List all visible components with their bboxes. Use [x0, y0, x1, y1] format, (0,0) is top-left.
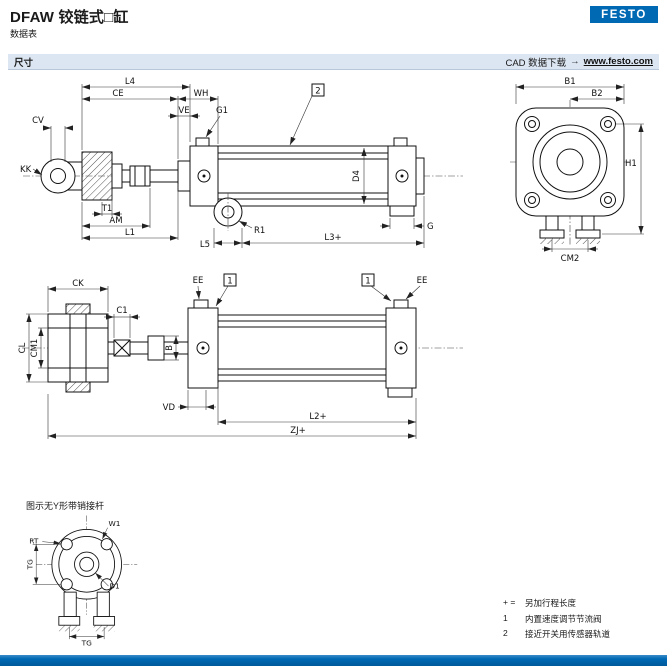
dim-ZJ: ZJ+: [290, 426, 305, 436]
legend-item-stroke: + = 另加行程长度: [503, 597, 610, 609]
dim-TG-bottom: TG: [81, 638, 93, 647]
dim-AM: AM: [109, 216, 122, 226]
drawing-caption: 图示无Y形带销接杆: [26, 501, 105, 511]
dim-L4: L4: [125, 77, 135, 87]
piston-rod: [107, 335, 189, 361]
festo-website-link[interactable]: www.festo.com: [583, 56, 653, 67]
callout-2: 2: [315, 87, 320, 97]
end-cap: [515, 107, 625, 217]
dim-EE-right: EE: [417, 276, 428, 286]
hinge-eye: [213, 193, 243, 231]
clevis-mount: [40, 151, 123, 201]
cad-download-label: CAD 数据下载: [505, 57, 567, 69]
dim-TG-left: TG: [26, 559, 35, 571]
drawing-cylinder-rotated-view: CK C1 CL CM1 B EE 1 1 EE VD L2+ ZJ+: [18, 273, 463, 439]
legend-item-2: 2 接近开关用传感器轨道: [503, 628, 610, 640]
dim-WH: WH: [194, 89, 209, 99]
legend-text: 内置速度调节节流阀: [525, 613, 602, 624]
dim-L1: L1: [125, 228, 135, 238]
drawing-clevis-front-view: W1 RT TG D1 TG: [26, 515, 138, 647]
dim-B1: B1: [564, 77, 575, 87]
callout-1-box: [361, 273, 375, 287]
legend-item-1: 1 内置速度调节节流阀: [503, 613, 610, 625]
dim-T1: T1: [101, 204, 113, 214]
dim-CL: CL: [18, 342, 28, 353]
drawing-end-view: B1 B2 H1 CM2: [510, 77, 644, 264]
dim-G: G: [427, 222, 434, 232]
dim-L2: L2+: [309, 412, 326, 422]
dim-CV: CV: [32, 116, 44, 126]
section-title: 尺寸: [14, 57, 34, 69]
dim-CK: CK: [72, 279, 84, 289]
cad-download-area: CAD 数据下载 → www.festo.com: [505, 55, 653, 69]
clevis-feet: [58, 591, 116, 632]
drawing-cylinder-side-view: L4 CE WH VE G1 CV KK T1 AM L1 L5 L3+ G D…: [20, 77, 463, 250]
dim-G1: G1: [216, 106, 228, 116]
section-bar: 尺寸 CAD 数据下载 → www.festo.com: [8, 54, 659, 70]
dim-KK: KK: [20, 165, 32, 175]
arrow-right-icon: →: [570, 56, 580, 67]
legend: + = 另加行程长度 1 内置速度调节节流阀 2 接近开关用传感器轨道: [503, 597, 610, 644]
dim-B: B: [165, 345, 175, 351]
dim-EE-left: EE: [193, 276, 204, 286]
legend-text: 接近开关用传感器轨道: [525, 629, 611, 639]
cylinder-body: [189, 137, 425, 217]
dim-H1: H1: [625, 159, 637, 169]
dim-D1: D1: [109, 582, 120, 591]
legend-key: 2: [503, 628, 508, 638]
dim-RT: RT: [29, 536, 39, 545]
rod-clevis-fork: [47, 303, 109, 393]
legend-text: 另加行程长度: [525, 598, 577, 608]
callout-2-box: [311, 83, 325, 97]
dim-CE: CE: [112, 89, 123, 99]
dim-L5: L5: [200, 240, 210, 250]
callout-1-box: [223, 273, 237, 287]
dim-CM1: CM1: [30, 339, 40, 358]
page-subtitle: 数据表: [10, 29, 38, 39]
callout-1: 1: [227, 277, 232, 287]
dim-CM2: CM2: [561, 254, 580, 264]
festo-logo: FESTO: [590, 6, 658, 23]
callout-1: 1: [365, 277, 370, 287]
dim-C1: C1: [116, 306, 127, 316]
dim-W1: W1: [108, 519, 120, 528]
dim-VE: VE: [178, 106, 189, 116]
cylinder-body: [187, 299, 417, 398]
dim-R1: R1: [254, 226, 265, 236]
piston-rod: [121, 160, 191, 192]
dim-D4: D4: [352, 170, 362, 182]
dim-B2: B2: [591, 89, 602, 99]
dim-L3: L3+: [324, 233, 341, 243]
legend-key: 1: [503, 612, 508, 623]
footer-bar: [0, 655, 667, 666]
legend-key: + =: [503, 597, 516, 607]
dim-VD: VD: [163, 403, 176, 413]
page-title: DFAW 铰链式□缸: [10, 9, 129, 26]
